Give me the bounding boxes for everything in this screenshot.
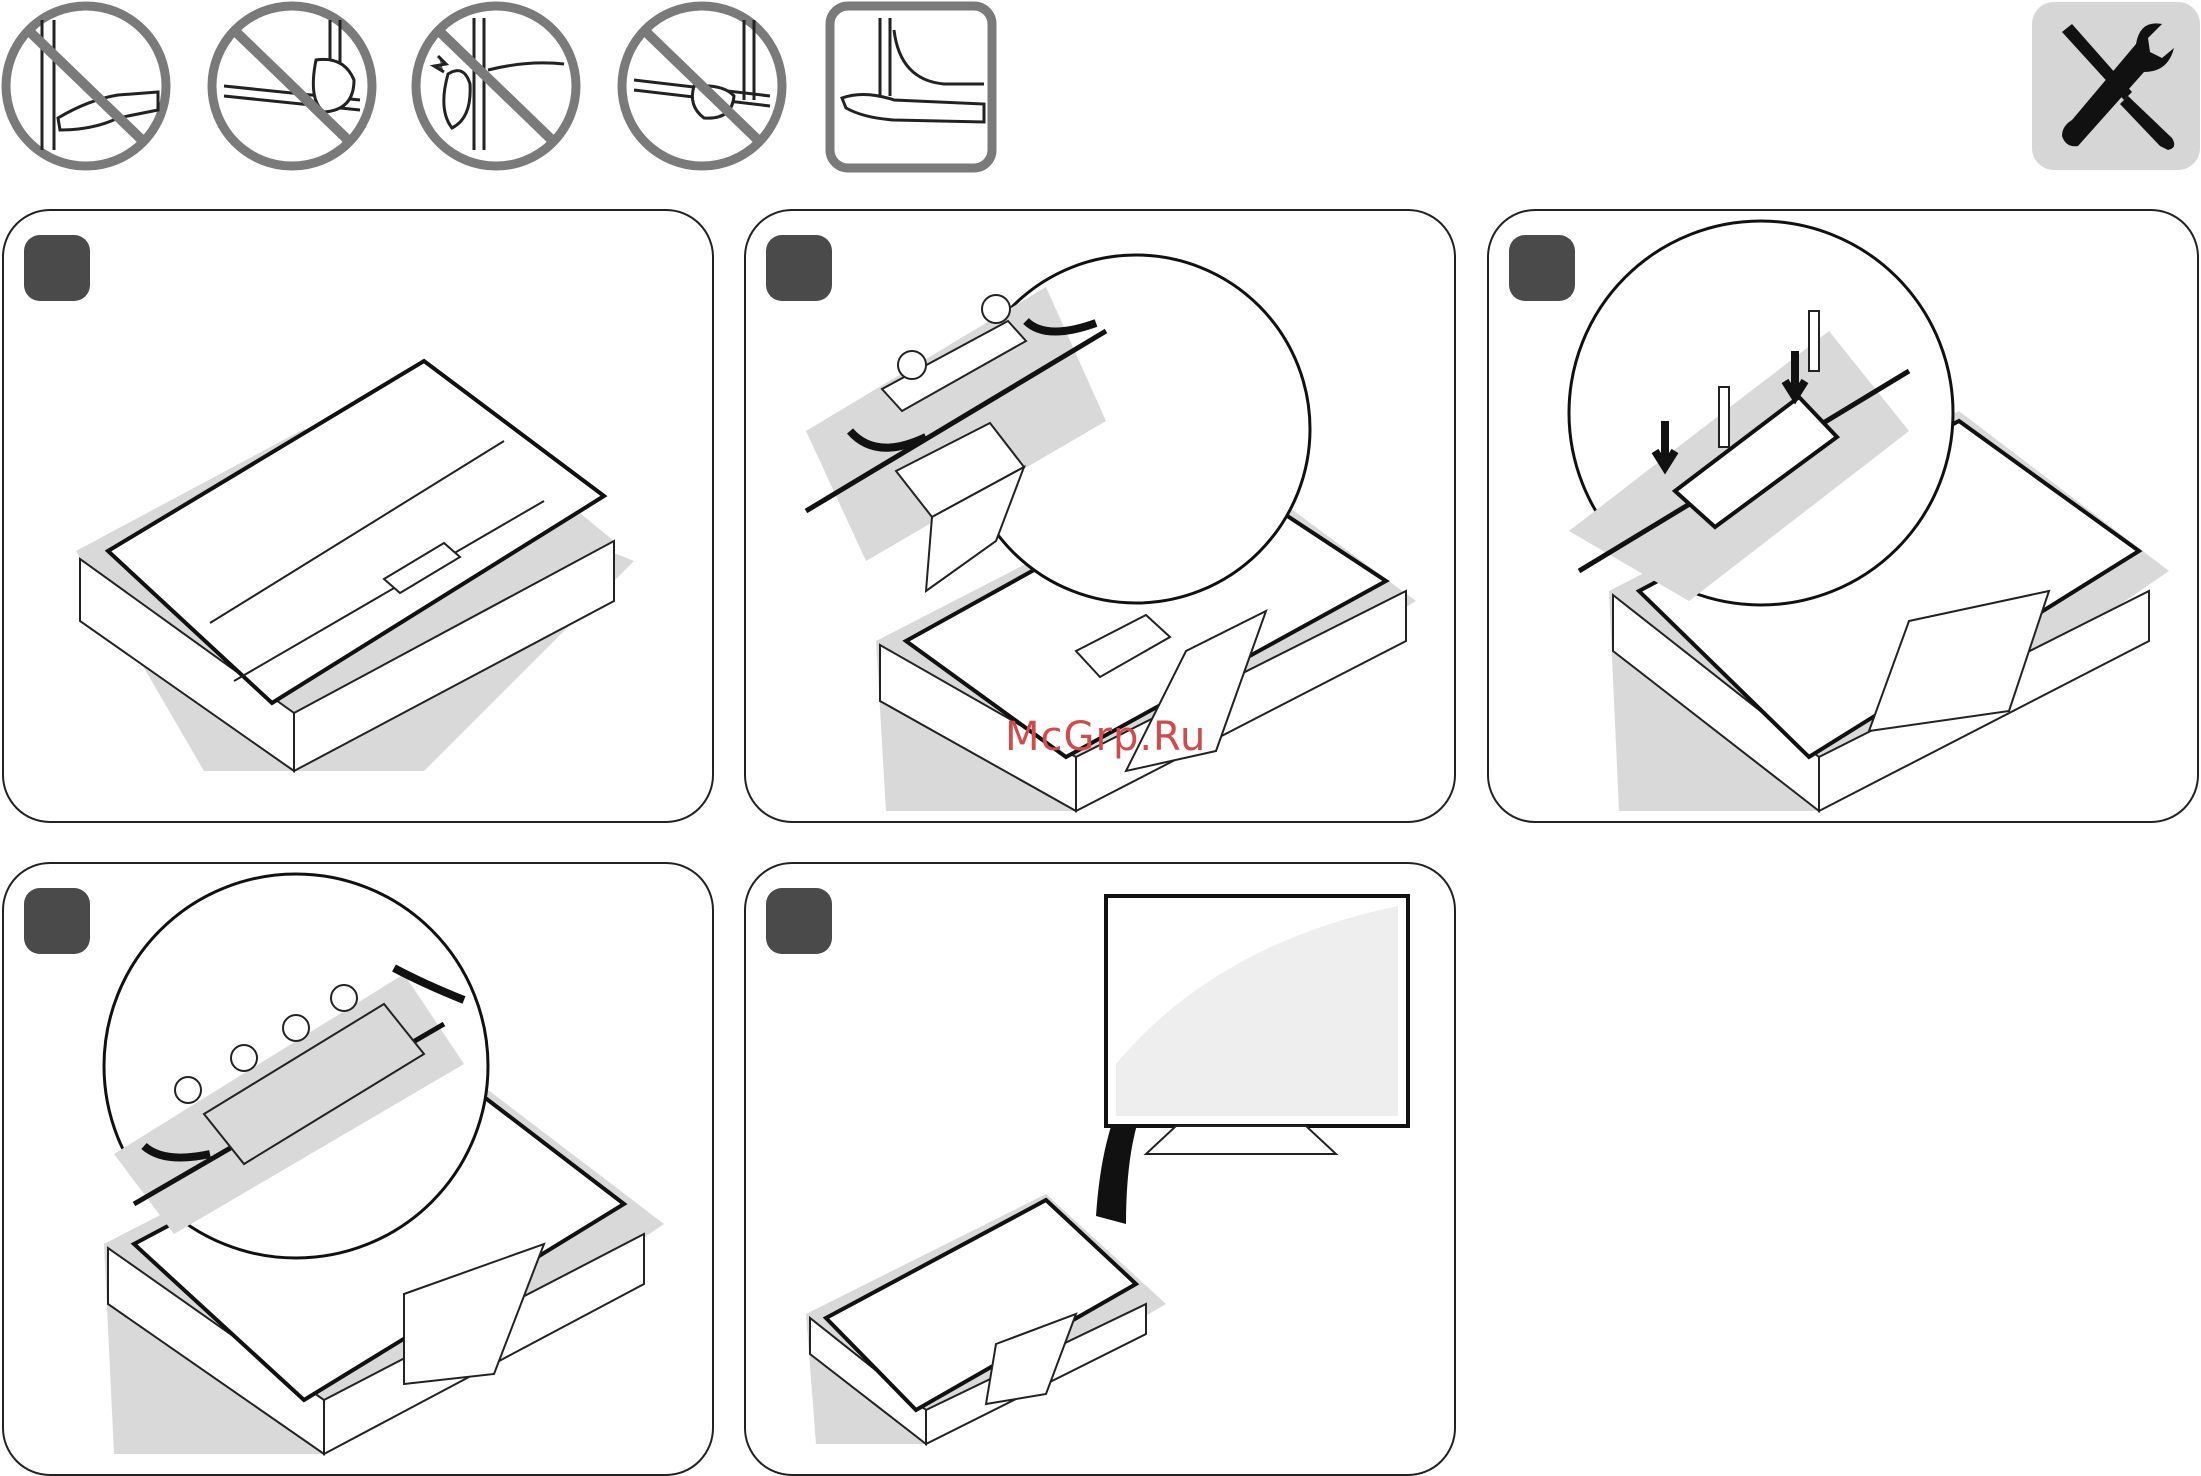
attach-stand-base-scene bbox=[4, 864, 714, 1476]
tools-required bbox=[2032, 2, 2200, 170]
tv-face-down-scene bbox=[4, 211, 714, 823]
warning-no-gripping-frame bbox=[204, 0, 380, 176]
no-pressing-screen-icon bbox=[0, 0, 174, 176]
step-number-badge bbox=[766, 235, 832, 301]
no-lifting-by-edge-icon bbox=[614, 0, 790, 176]
watermark-text: McGrp.Ru bbox=[1005, 714, 1206, 760]
no-knocking-screen-icon bbox=[408, 0, 584, 176]
step-panel-1 bbox=[2, 209, 714, 823]
step-panel-5 bbox=[744, 862, 1456, 1476]
step-number-badge bbox=[24, 235, 90, 301]
step-number-badge bbox=[24, 888, 90, 954]
step-panel-3 bbox=[1487, 209, 2199, 823]
warning-no-pressing-screen bbox=[0, 0, 174, 176]
step-panel-4 bbox=[2, 862, 714, 1476]
warning-no-lifting-by-edge bbox=[614, 0, 790, 176]
allowed-support-from-below bbox=[824, 0, 1000, 176]
fasten-screws-scene bbox=[1489, 211, 2199, 823]
support-from-below-icon bbox=[824, 0, 1000, 176]
warning-no-knocking-screen bbox=[408, 0, 584, 176]
step-number-badge bbox=[766, 888, 832, 954]
raise-tv-upright-scene bbox=[746, 864, 1456, 1476]
no-gripping-frame-icon bbox=[204, 0, 380, 176]
screwdriver-wrench-icon bbox=[2032, 2, 2200, 170]
step-number-badge bbox=[1509, 235, 1575, 301]
